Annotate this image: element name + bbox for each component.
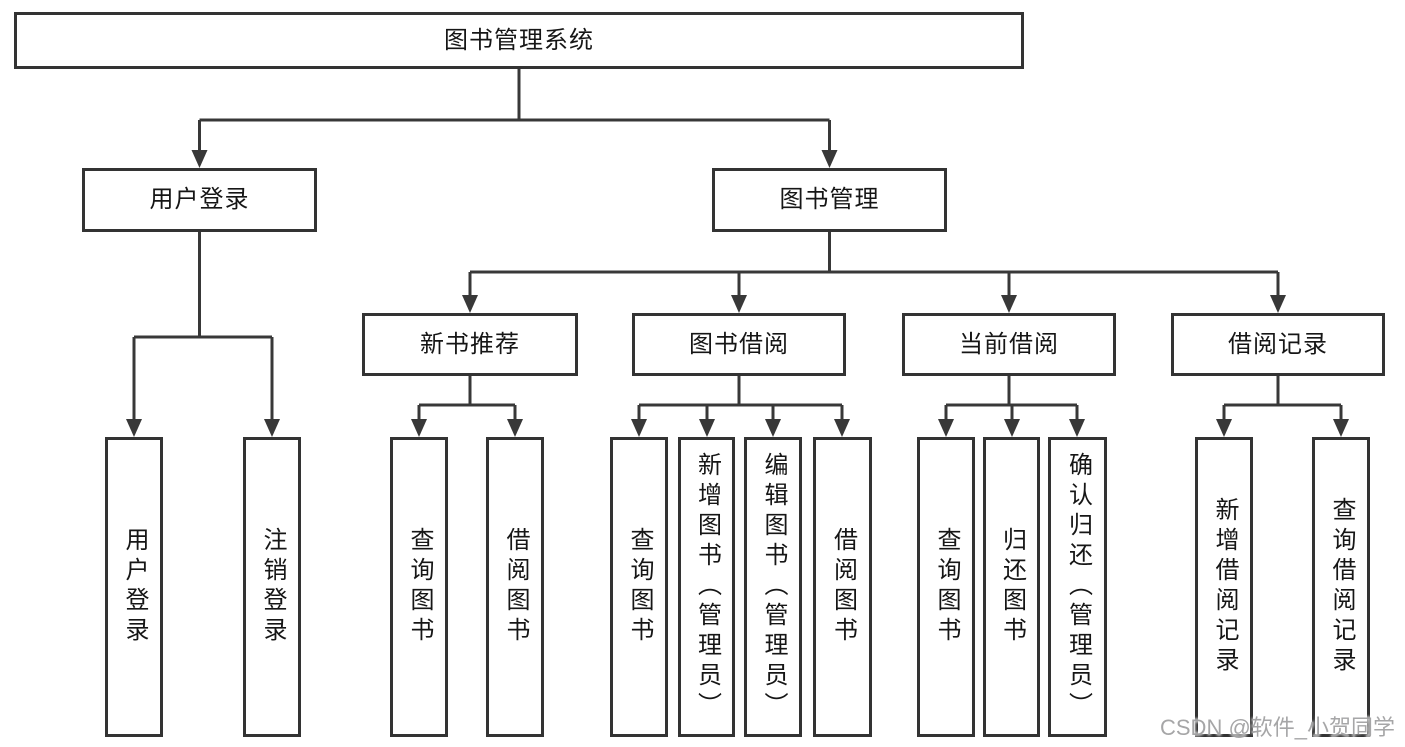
leaf-edit-books-admin: 编辑图书（管理员） [744, 437, 802, 737]
leaf-return-books: 归还图书 [983, 437, 1040, 737]
edge-current-to-leaves [944, 376, 1079, 421]
leaf-confirm-return-admin: 确认归还（管理员） [1048, 437, 1107, 737]
arrowheads [126, 150, 1349, 437]
node-user-login-group: 用户登录 [82, 168, 317, 232]
edge-borrow-to-leaves [637, 376, 844, 421]
edge-bookmgmt-to-level3 [468, 232, 1280, 297]
edge-recommend-to-leaves [417, 376, 517, 421]
node-book-management: 图书管理 [712, 168, 947, 232]
node-book-borrow: 图书借阅 [632, 313, 846, 376]
leaf-user-login: 用户登录 [105, 437, 163, 737]
leaf-borrow-books: 借阅图书 [813, 437, 872, 737]
leaf-add-borrow-record: 新增借阅记录 [1195, 437, 1253, 737]
leaf-logout: 注销登录 [243, 437, 301, 737]
leaf-borrow-query-books: 查询图书 [610, 437, 668, 737]
leaf-query-borrow-record: 查询借阅记录 [1312, 437, 1370, 737]
edge-userlogin-to-leaves [132, 232, 274, 421]
node-root: 图书管理系统 [14, 12, 1024, 69]
edge-records-to-leaves [1222, 376, 1343, 421]
leaf-current-query-books: 查询图书 [917, 437, 975, 737]
watermark: CSDN @软件_小贺同学 [1160, 715, 1396, 740]
node-new-book-recommend: 新书推荐 [362, 313, 578, 376]
node-borrow-records: 借阅记录 [1171, 313, 1385, 376]
node-current-borrow: 当前借阅 [902, 313, 1116, 376]
leaf-recommend-borrow-books: 借阅图书 [486, 437, 544, 737]
edge-root-to-level2 [198, 69, 831, 152]
leaf-add-books-admin: 新增图书（管理员） [678, 437, 735, 737]
leaf-recommend-query-books: 查询图书 [390, 437, 448, 737]
